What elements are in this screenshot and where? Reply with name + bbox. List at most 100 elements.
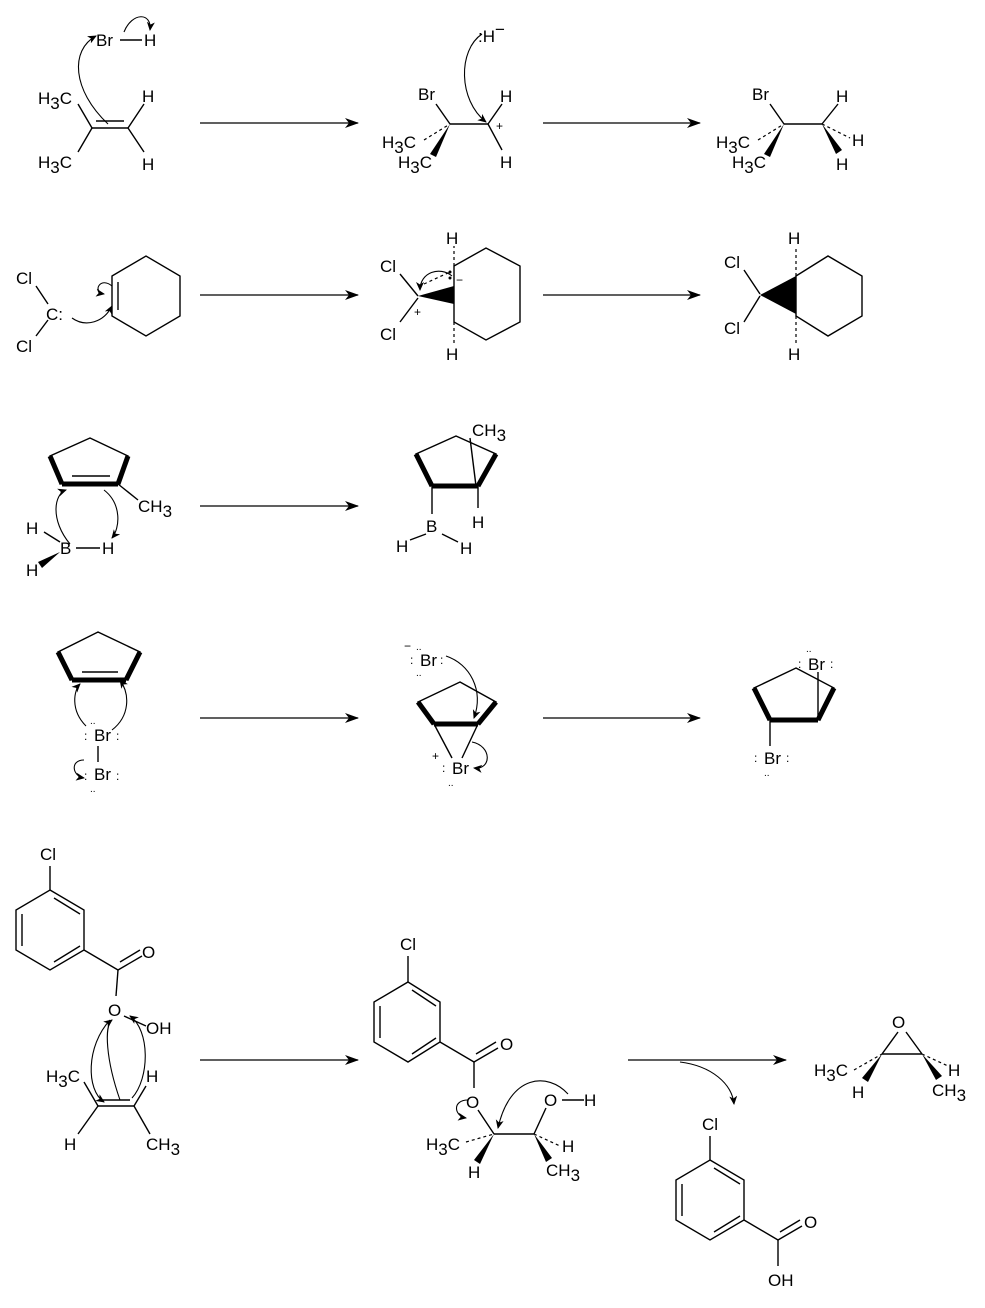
curly-arrow <box>123 16 155 33</box>
atom-label: CH3 <box>146 1135 180 1159</box>
intermediate-bromonium: − Br : : .. .. Br + : .. <box>404 639 498 789</box>
atom-label: Cl <box>400 935 416 954</box>
curly-arrow <box>90 1019 111 1103</box>
atom-label: Cl <box>16 337 32 356</box>
atom-label: H3C <box>814 1061 848 1085</box>
product-trans-dibromide: Br : : .. Br : : .. <box>751 644 837 779</box>
atom-label: H3C <box>38 153 72 177</box>
atom-label: O <box>500 1035 513 1054</box>
lone-pair: .. <box>448 778 454 789</box>
row-epoxidation: Cl O O O H H3C H H CH3 <box>15 845 966 1290</box>
atom-label: Cl <box>40 845 56 864</box>
row-hydroboration: CH3 H B H H CH3 B H H H <box>26 421 506 580</box>
curly-arrow <box>463 33 487 123</box>
atom-label: CH3 <box>138 497 172 521</box>
lone-pair: : <box>84 729 87 743</box>
atom-label: H <box>472 513 484 532</box>
lone-pair: .. <box>90 716 96 727</box>
atom-label: H <box>144 31 156 50</box>
atom-label: B <box>426 517 437 536</box>
byproduct-mcba: Cl O OH <box>675 1115 817 1290</box>
atom-label: Br <box>452 759 469 778</box>
atom-label: H <box>500 153 512 172</box>
atom-label: H3C <box>398 153 432 177</box>
atom-label: H3C <box>46 1067 80 1091</box>
atom-label: Br <box>808 655 825 674</box>
product-tert-butyl-bromide: Br H3C H3C H H H <box>716 85 864 177</box>
atom-label: O <box>108 1001 121 1020</box>
atom-label: B <box>60 539 71 558</box>
atom-label: H <box>562 1137 574 1156</box>
row-hbr-addition: Br H H3C H3C H H :H− Br H3C H3C <box>38 16 864 177</box>
atom-label: H <box>102 539 114 558</box>
reactant-dichlorocarbene-cyclohexene: Cl Cl C: <box>16 255 181 356</box>
atom-label: H <box>446 229 458 248</box>
atom-label: H <box>788 229 800 248</box>
charge-label: + <box>432 749 439 763</box>
atom-label: Cl <box>380 325 396 344</box>
atom-label: Cl <box>16 269 32 288</box>
curly-arrow <box>71 305 113 324</box>
atom-label: Cl <box>380 257 396 276</box>
row-bromination: Br : : .. Br : : .. − Br : : .. .. Br <box>55 631 837 795</box>
atom-label: H <box>500 87 512 106</box>
curly-arrow <box>55 488 71 545</box>
atom-label: CH3 <box>472 421 506 445</box>
atom-label: H <box>584 1091 596 1110</box>
product-alkylborane: CH3 B H H H <box>396 421 506 558</box>
curly-arrow <box>471 741 488 773</box>
lone-pair: : <box>116 769 119 783</box>
atom-label: Cl <box>724 253 740 272</box>
lone-pair: .. <box>806 644 812 655</box>
curly-arrow <box>129 1015 146 1099</box>
atom-label: H <box>26 561 38 580</box>
atom-label: Br <box>418 85 435 104</box>
atom-label: Br <box>96 31 113 50</box>
lone-pair: : <box>754 751 757 765</box>
atom-label: CH3 <box>546 1161 580 1185</box>
row-dichlorocarbene: Cl Cl C: Cl Cl + − H H <box>16 229 863 364</box>
charge-label: + <box>414 305 421 319</box>
lone-pair: .. <box>90 784 96 795</box>
intermediate-carbanion: Cl Cl + − H H <box>380 229 521 364</box>
atom-label: Br <box>764 749 781 768</box>
atom-label: O <box>142 943 155 962</box>
curly-arrow <box>103 1019 121 1101</box>
atom-label: Cl <box>702 1115 718 1134</box>
atom-label: Br <box>94 765 111 784</box>
atom-label: H3C <box>382 133 416 157</box>
intermediate-carbocation: :H− Br H3C H3C H + H <box>382 20 512 177</box>
lone-pair: : <box>798 657 801 671</box>
curly-arrow <box>455 1099 469 1121</box>
atom-label: Br <box>752 85 769 104</box>
atom-label: :H− <box>478 20 505 46</box>
atom-label: H3C <box>732 153 766 177</box>
curly-arrow <box>679 1061 738 1105</box>
atom-label: H <box>146 1067 158 1086</box>
reactant-methylcyclopentene-borane: CH3 H B H H <box>26 437 172 580</box>
charge-label: + <box>496 119 503 133</box>
charge-label: − <box>456 273 463 287</box>
lone-pair: : <box>786 751 789 765</box>
atom-label: H <box>446 345 458 364</box>
reactant-cyclopentene-bromine: Br : : .. Br : : .. <box>55 631 143 795</box>
curly-arrow <box>495 1080 569 1129</box>
curly-arrow <box>416 270 453 291</box>
atom-label: H <box>852 131 864 150</box>
atom-label: H <box>460 539 472 558</box>
atom-label: O <box>544 1091 557 1110</box>
reactant-mcpba-2-butene: Cl O O OH H3C H H CH3 <box>15 845 180 1159</box>
lone-pair: .. <box>764 768 770 779</box>
lone-pair: : <box>84 769 87 783</box>
curly-arrow <box>111 679 128 731</box>
lone-pair: .. <box>416 642 422 653</box>
product-epoxide: O H3C H H CH3 <box>814 1013 966 1105</box>
atom-label: H <box>836 155 848 174</box>
atom-label: H <box>64 1135 76 1154</box>
atom-label: H <box>788 345 800 364</box>
lone-pair: : <box>442 761 445 775</box>
atom-label: H <box>836 87 848 106</box>
atom-label: H <box>142 87 154 106</box>
curly-arrow <box>445 655 481 719</box>
atom-label: C: <box>46 305 63 324</box>
